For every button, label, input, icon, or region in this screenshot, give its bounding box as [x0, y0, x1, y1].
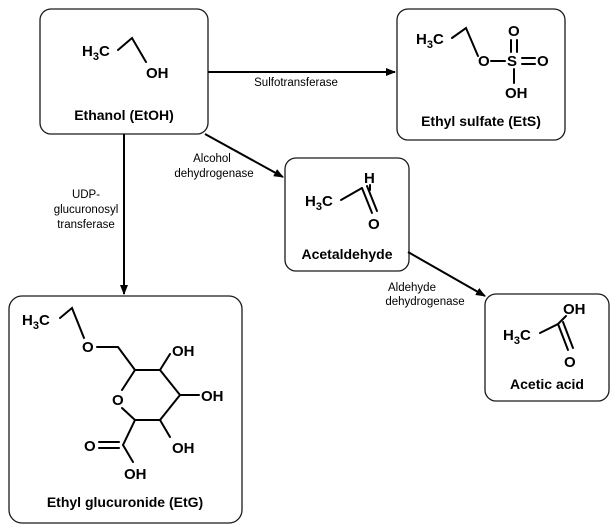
- enzyme-ugt-line1: UDP-: [72, 189, 100, 201]
- acetaldehyde-o-label: O: [368, 216, 380, 233]
- etg-acid-oh-bond: [122, 444, 134, 463]
- acetic-acid-oh-label: OH: [563, 301, 586, 318]
- etg-ether-ch2-bonds: [96, 346, 136, 371]
- acetaldehyde-ch3-label: H3C: [305, 193, 333, 213]
- ets-ch3-label: H3C: [416, 31, 444, 51]
- enzyme-ugt-line3: transferase: [57, 219, 115, 231]
- etg-oh1-bond: [159, 353, 171, 371]
- ets-o-top-label: O: [508, 23, 520, 40]
- etg-oh1-label: OH: [172, 343, 195, 360]
- ethanol-name: Ethanol (EtOH): [74, 107, 174, 123]
- etg-ring-o-c1-bond: [121, 407, 136, 421]
- ethyl-sulfate-name: Ethyl sulfate (EtS): [421, 113, 541, 129]
- etg-ring-o-label: O: [112, 392, 124, 409]
- etg-ring-c5-o-bond: [121, 369, 136, 391]
- acetic-acid-name: Acetic acid: [510, 376, 584, 392]
- ethyl-glucuronide-node: H3C O O OH OH OH O OH Ethyl glucuronide …: [8, 295, 243, 524]
- acetic-acid-o-label: O: [564, 354, 576, 371]
- acetaldehyde-node: H3C H O Acetaldehyde: [284, 157, 410, 272]
- ets-s-label: S: [507, 53, 517, 70]
- arrow-ethanol-to-acetaldehyde: [204, 133, 284, 178]
- acetaldehyde-h-label: H: [364, 170, 375, 187]
- etg-oh2-label: OH: [201, 388, 224, 405]
- ethanol-ch3-label: H3C: [82, 43, 110, 63]
- ets-chain-bonds: [451, 26, 479, 57]
- ethanol-bonds: [117, 36, 147, 63]
- etg-ch3-label: H3C: [22, 312, 50, 332]
- ethyl-glucuronide-name: Ethyl glucuronide (EtG): [47, 494, 203, 510]
- etg-oh3-label: OH: [172, 440, 195, 457]
- etg-carbonyl-o-label: O: [84, 438, 96, 455]
- acetic-acid-c-o-bond-b: [562, 321, 574, 349]
- enzyme-ugt-line2: glucuronosyl: [54, 204, 119, 216]
- acetaldehyde-c-c-bond: [340, 187, 363, 201]
- ethyl-sulfate-node: H3C O S O O OH Ethyl sulfate (EtS): [396, 8, 566, 141]
- arrow-acetaldehyde-to-acetic-acid: [407, 251, 486, 297]
- acetaldehyde-c-o-bond-a: [361, 187, 373, 214]
- acetic-acid-c-o-bond-a: [557, 323, 569, 351]
- ets-o-label: O: [478, 53, 490, 70]
- etg-ether-o-label: O: [82, 339, 94, 356]
- enzyme-adh-line2: dehydrogenase: [174, 168, 253, 180]
- etg-oh3-bond: [159, 419, 171, 438]
- enzyme-adh-line1: Alcohol: [193, 153, 231, 165]
- etg-acid-oh-label: OH: [124, 466, 147, 483]
- enzyme-aldh-line1: Aldehyde: [388, 282, 436, 294]
- enzyme-aldh-line2: dehydrogenase: [385, 296, 464, 308]
- ethanol-node: H3C OH Ethanol (EtOH): [39, 8, 209, 135]
- etg-c1-carboxyl-bond: [122, 419, 136, 446]
- acetaldehyde-c-o-bond-b: [366, 185, 378, 212]
- acetaldehyde-name: Acetaldehyde: [301, 246, 392, 262]
- etg-ethyl-bonds: [59, 306, 85, 339]
- ets-oh-label: OH: [505, 85, 528, 102]
- acetic-acid-ch3-label: H3C: [503, 327, 531, 347]
- acetic-acid-node: H3C OH O Acetic acid: [484, 293, 610, 402]
- ets-o-right-label: O: [537, 53, 549, 70]
- enzyme-sulfotransferase: Sulfotransferase: [254, 77, 338, 89]
- ethanol-oh-label: OH: [146, 65, 169, 82]
